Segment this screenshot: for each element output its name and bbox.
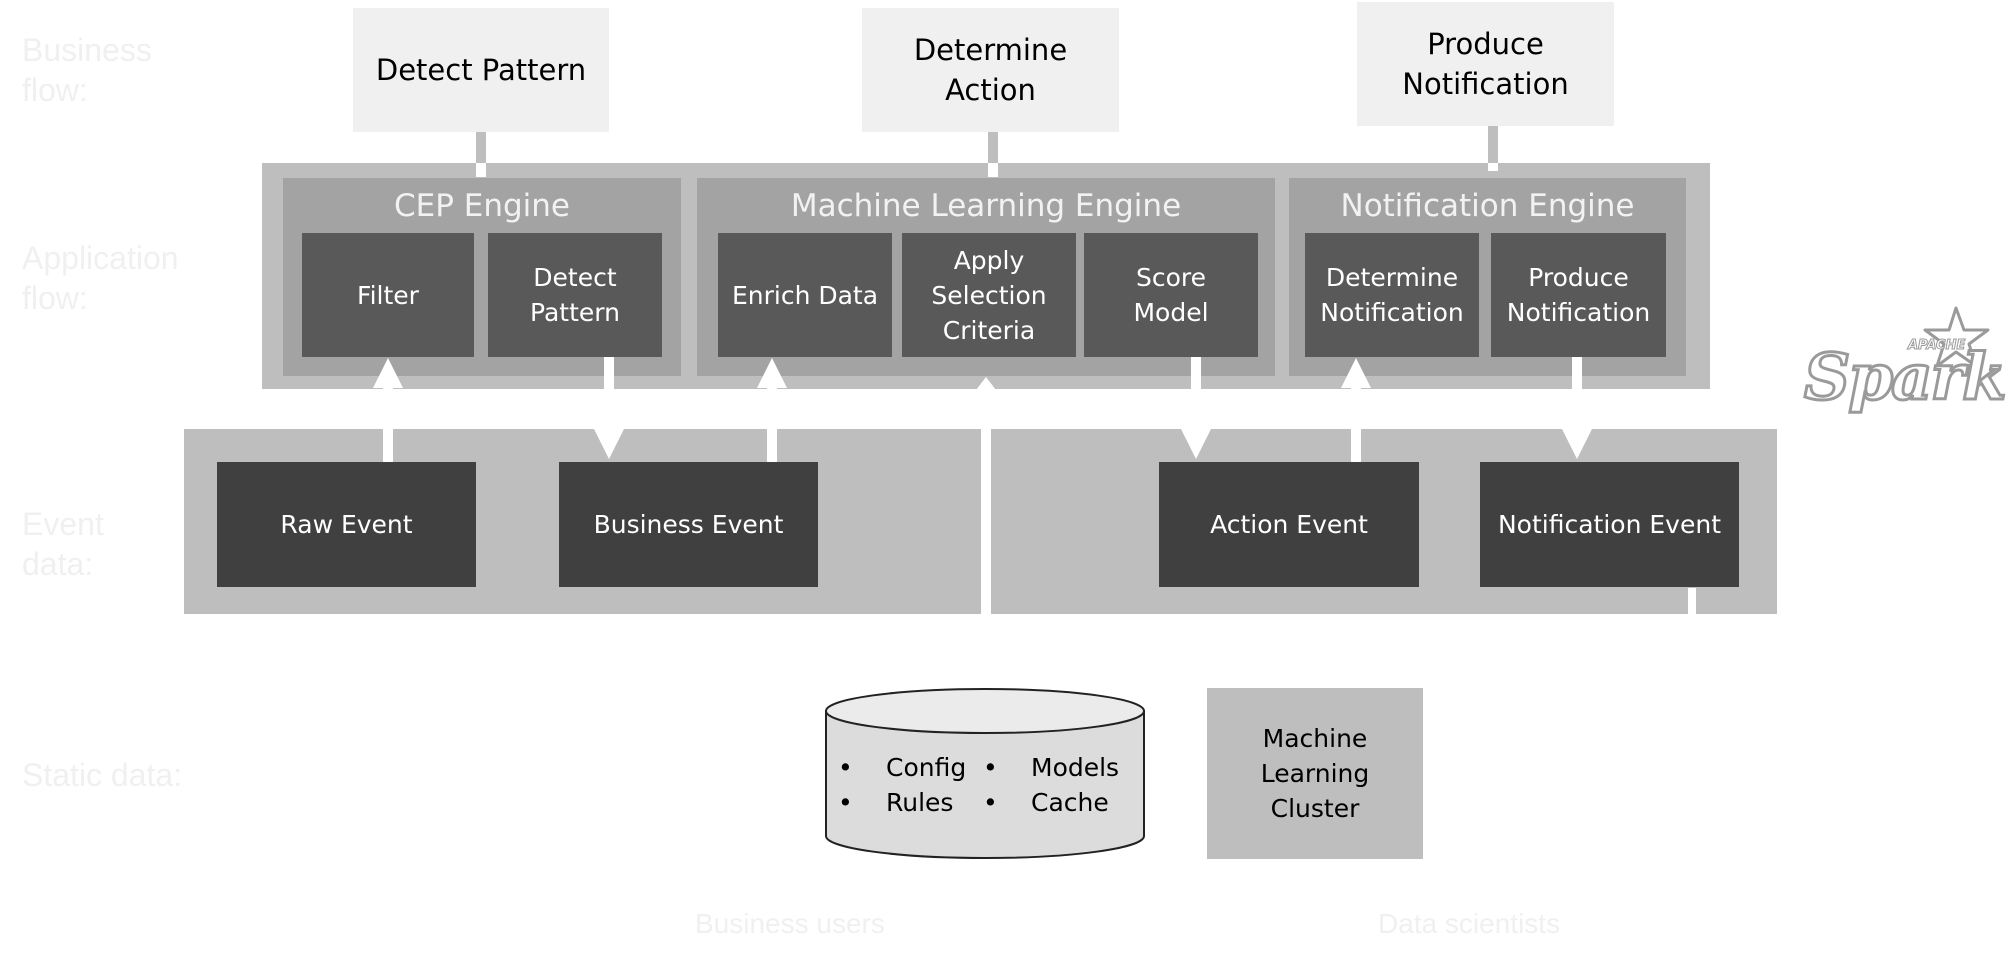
step-enrich-data: Enrich Data [718,233,892,357]
row-label-event-data: Event data: [22,506,104,582]
spark-logo-text: Spark [1803,339,2006,417]
connector-gap-3 [1488,163,1498,171]
arrow-action-to-determine-head [1341,358,1371,388]
connector-produce-notification [1488,126,1498,165]
db-item-cache: Cache [1031,788,1109,817]
arrow-raw-to-filter-shaft [383,383,393,462]
arrow-business-to-enrich-head [757,358,787,388]
step-apply-selection-criteria: Apply Selection Criteria [902,233,1076,357]
db-item-rules: Rules [886,788,954,817]
spark-star-icon [1923,306,1990,368]
row-label-business-flow: Business flow: [22,32,152,108]
bullet-icon: • [838,753,853,782]
arrow-produce-to-notification-shaft [1572,357,1582,434]
connector-gap-1 [476,163,486,177]
arrow-raw-to-filter-head [373,358,403,388]
business-determine-action: Determine Action [862,8,1119,132]
divider-head [976,377,996,390]
db-item-models: Models [1031,753,1120,782]
machine-learning-cluster: Machine Learning Cluster [1207,688,1423,859]
connector-detect-pattern [476,132,486,165]
step-produce-notification: Produce Notification [1491,233,1666,357]
step-determine-notification: Determine Notification [1305,233,1479,357]
arrow-score-to-action-shaft [1191,357,1201,434]
business-produce-notification: Produce Notification [1357,2,1614,126]
footer-data-scientists: Data scientists [1378,908,1561,939]
arrow-business-to-enrich-shaft [767,383,777,462]
database-cylinder [825,688,1145,859]
ml-engine-title: Machine Learning Engine [790,188,1182,224]
footer-business-users: Business users [695,908,885,939]
row-label-static-data: Static data: [22,757,183,793]
arrow-action-to-determine-shaft [1351,383,1361,462]
spark-logo-apache-text: APACHE [1907,338,1966,354]
event-business: Business Event [559,462,818,587]
event-action: Action Event [1159,462,1419,587]
arrow-score-to-action-head [1181,429,1211,459]
event-band-notch [1688,588,1696,614]
arrow-produce-to-notification-head [1562,429,1592,459]
bullet-icon: • [838,788,853,817]
arrow-detect-to-business-head [594,429,624,459]
arrow-detect-to-business-shaft [604,357,614,434]
connector-determine-action [988,132,998,165]
business-detect-pattern: Detect Pattern [353,8,609,132]
step-filter: Filter [302,233,474,357]
cep-engine-title: CEP Engine [393,188,571,224]
bullet-icon: • [983,788,998,817]
divider-shaft [981,388,991,614]
step-score-model: Score Model [1084,233,1258,357]
row-label-application-flow: Application flow: [22,240,179,316]
bullet-icon: • [983,753,998,782]
notification-engine-title: Notification Engine [1340,188,1635,224]
step-detect-pattern: Detect Pattern [488,233,662,357]
event-notification: Notification Event [1480,462,1739,587]
connector-gap-2 [988,163,998,177]
apache-spark-logo: APACHE Spark [1800,300,2006,420]
db-item-config: Config [886,753,967,782]
event-raw: Raw Event [217,462,476,587]
